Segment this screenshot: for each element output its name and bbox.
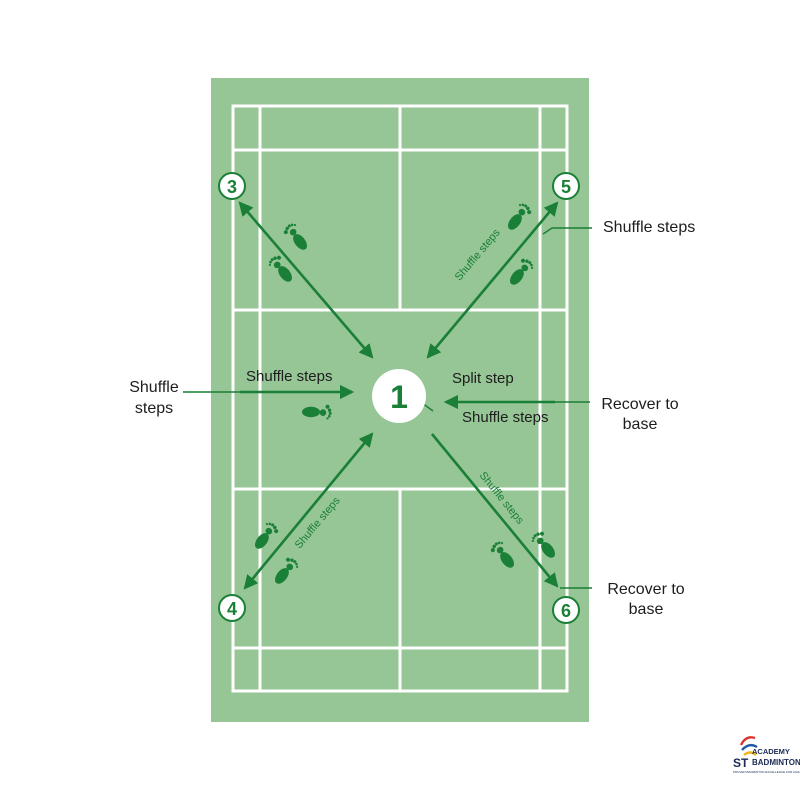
callout-left: Shuffle steps bbox=[129, 379, 179, 417]
svg-text:3: 3 bbox=[227, 177, 237, 197]
center-number: 1 bbox=[390, 379, 408, 415]
svg-text:Shuffle: Shuffle bbox=[129, 379, 179, 396]
logo-swoosh-icon bbox=[739, 736, 756, 746]
svg-text:Recover to: Recover to bbox=[607, 581, 684, 598]
corner-marker-5: 5 bbox=[552, 172, 580, 200]
svg-text:steps: steps bbox=[135, 400, 173, 417]
arrow-to-corner-3 bbox=[238, 201, 374, 359]
corner-marker-6: 6 bbox=[552, 596, 580, 624]
corner-marker-4: 4 bbox=[218, 594, 246, 622]
label-shuffle-center-left: Shuffle steps bbox=[246, 368, 332, 385]
callout-right-bottom: Recover to base bbox=[607, 581, 684, 618]
logo-badminton-text: BADMINTON bbox=[752, 758, 800, 767]
corner-marker-3: 3 bbox=[218, 172, 246, 200]
label-shuffle-center-right: Shuffle steps bbox=[462, 409, 548, 426]
svg-text:6: 6 bbox=[561, 601, 571, 621]
label-split-step: Split step bbox=[452, 370, 514, 387]
arrow-to-corner-6 bbox=[430, 433, 559, 588]
arrow-to-corner-4 bbox=[243, 432, 374, 590]
arrow-to-corner-5 bbox=[426, 201, 559, 359]
movement-arrows bbox=[238, 201, 559, 590]
svg-text:base: base bbox=[629, 601, 664, 618]
callout-right-middle: Recover to base bbox=[601, 396, 678, 433]
logo-st-text: ST bbox=[733, 756, 749, 770]
center-base: 1 bbox=[372, 369, 426, 423]
logo-tagline: PROVEN BADMINTON EXCELLENCE FOR ASIA bbox=[733, 770, 800, 774]
svg-text:5: 5 bbox=[561, 177, 571, 197]
callout-right-top: Shuffle steps bbox=[603, 219, 695, 236]
svg-text:base: base bbox=[623, 416, 658, 433]
svg-text:Recover to: Recover to bbox=[601, 396, 678, 413]
logo-academy-text: ACADEMY bbox=[752, 747, 790, 756]
svg-text:4: 4 bbox=[227, 599, 237, 619]
academy-logo: ACADEMY ST BADMINTON PROVEN BADMINTON EX… bbox=[733, 736, 800, 774]
